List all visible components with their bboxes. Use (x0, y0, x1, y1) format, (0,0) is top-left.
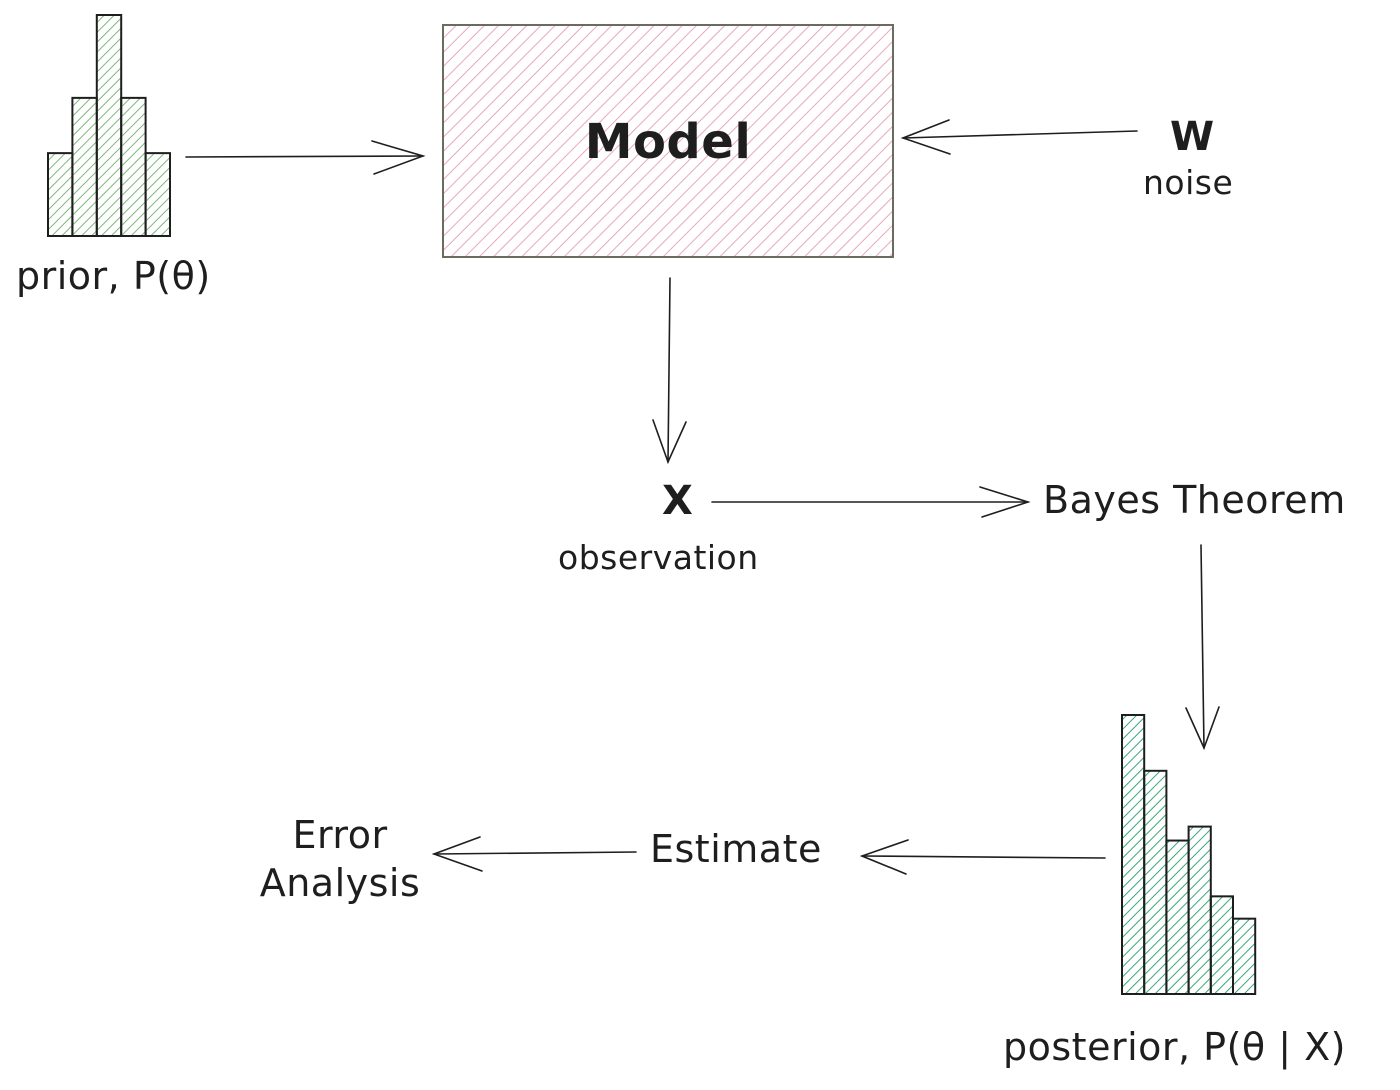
bayes-theorem-label: Bayes Theorem (1043, 478, 1346, 522)
prior-bar-2 (71, 96, 98, 237)
model-box (442, 24, 894, 258)
posterior-bar-4 (1187, 825, 1212, 995)
prior-label: prior, P(θ) (16, 254, 211, 298)
error-analysis-line1: Error (292, 813, 388, 857)
arrow-noise-to-model (900, 119, 1138, 155)
error-analysis-line2: Analysis (259, 860, 421, 905)
arrow-model-to-observation (652, 277, 687, 465)
prior-histogram (47, 14, 172, 237)
estimate-label: Estimate (650, 827, 822, 871)
arrow-estimate-to-error (431, 836, 637, 872)
posterior-bar-3 (1165, 839, 1190, 995)
arrow-bayes-to-posterior (1185, 544, 1220, 751)
noise-label: noise (1143, 163, 1234, 202)
arrow-posterior-to-estimate (859, 839, 1106, 875)
arrow-observation-to-bayes (711, 486, 1031, 518)
prior-bar-3 (95, 14, 123, 237)
posterior-bar-5 (1209, 895, 1235, 995)
posterior-bar-1 (1121, 714, 1146, 995)
observation-symbol: X (662, 478, 694, 524)
posterior-histogram (1121, 714, 1257, 995)
posterior-bar-6 (1232, 917, 1257, 995)
observation-label: observation (558, 538, 759, 577)
prior-bar-4 (120, 96, 147, 237)
posterior-bar-2 (1143, 769, 1168, 995)
error-analysis-label: Error Analysis (230, 812, 450, 907)
prior-bar-1 (47, 152, 74, 237)
posterior-label: posterior, P(θ | X) (1003, 1025, 1346, 1069)
prior-bar-5 (144, 152, 172, 237)
arrow-prior-to-model (185, 140, 426, 175)
noise-symbol: W (1170, 114, 1215, 160)
model-title: Model (584, 114, 752, 170)
